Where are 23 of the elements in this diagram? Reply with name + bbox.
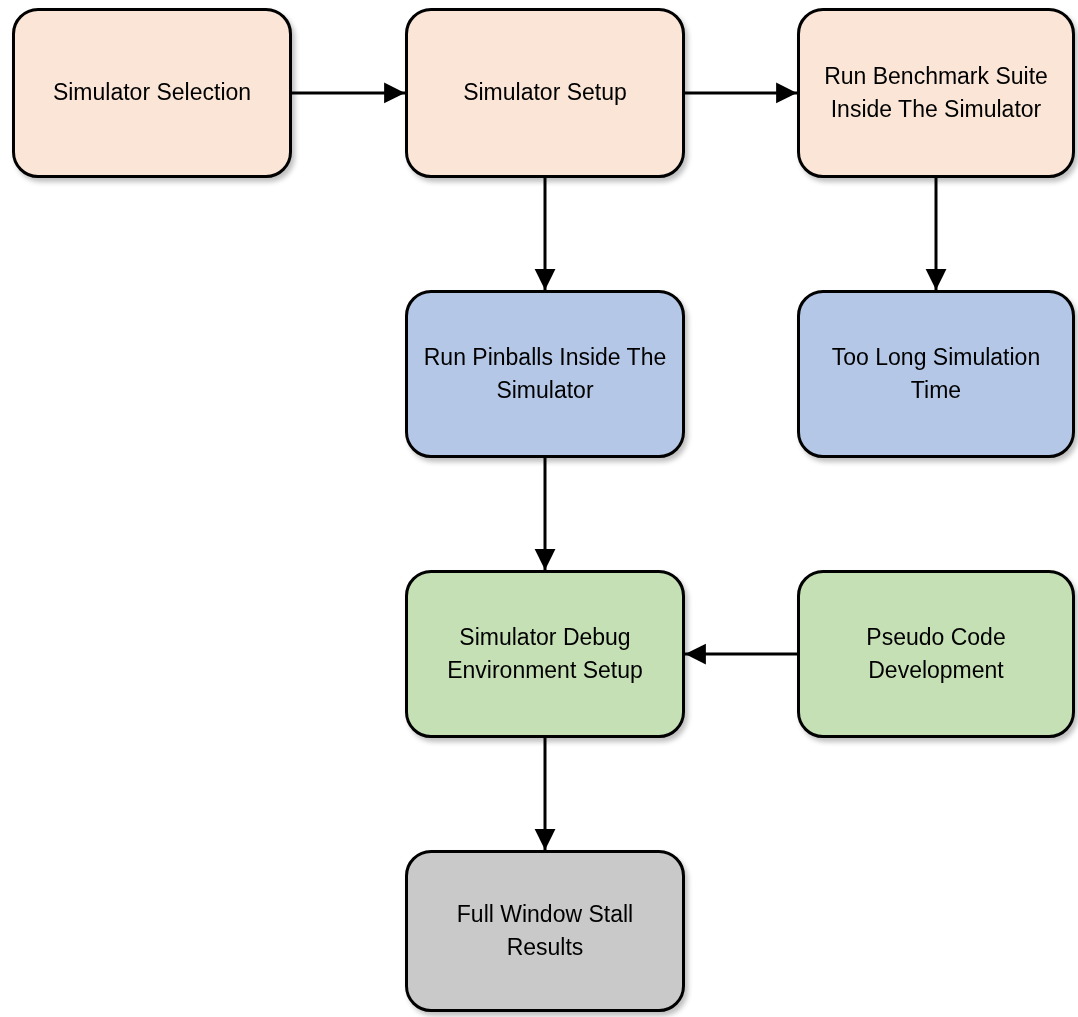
process-box [12,8,292,178]
arrow [925,178,947,290]
arrow [534,178,556,290]
box-label: Simulator Selection [52,78,252,108]
arrow [534,458,556,570]
process-box [797,290,1075,458]
process-box [405,850,685,1012]
box-label: Full Window Stall Results [455,899,635,962]
process-box [797,570,1075,738]
box-label: Run Benchmark Suite Inside The Simulator [823,61,1049,124]
box-label: Run Pinballs Inside The Simulator [422,342,668,405]
process-box [797,8,1075,178]
box-label: Simulator Setup [463,78,627,108]
process-box [405,8,685,178]
box-label: Too Long Simulation Time [830,342,1042,405]
box-label: Simulator Debug Environment Setup [446,622,644,685]
arrow [534,738,556,850]
arrow [292,82,405,104]
arrow [685,82,797,104]
arrow [685,643,797,665]
process-box [405,290,685,458]
process-box [405,570,685,738]
box-label: Pseudo Code Development [865,622,1007,685]
